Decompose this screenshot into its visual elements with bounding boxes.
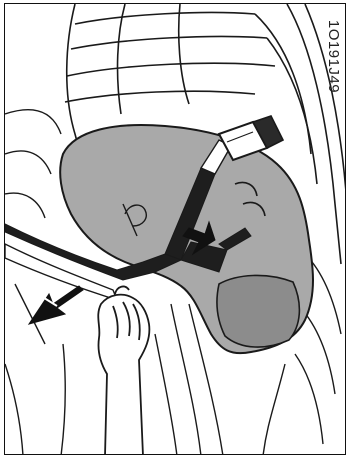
- figure-code-text: 1O191J49: [326, 19, 343, 92]
- buckle-tongue-icon: [219, 116, 283, 160]
- child-seat-installation-drawing: [5, 4, 346, 455]
- figure-frame: 1O191J49: [4, 3, 346, 455]
- figure-code-label: 1O191J49: [319, 10, 346, 102]
- arrow-down-left-icon: [29, 286, 83, 324]
- hand-drawing: [98, 287, 149, 455]
